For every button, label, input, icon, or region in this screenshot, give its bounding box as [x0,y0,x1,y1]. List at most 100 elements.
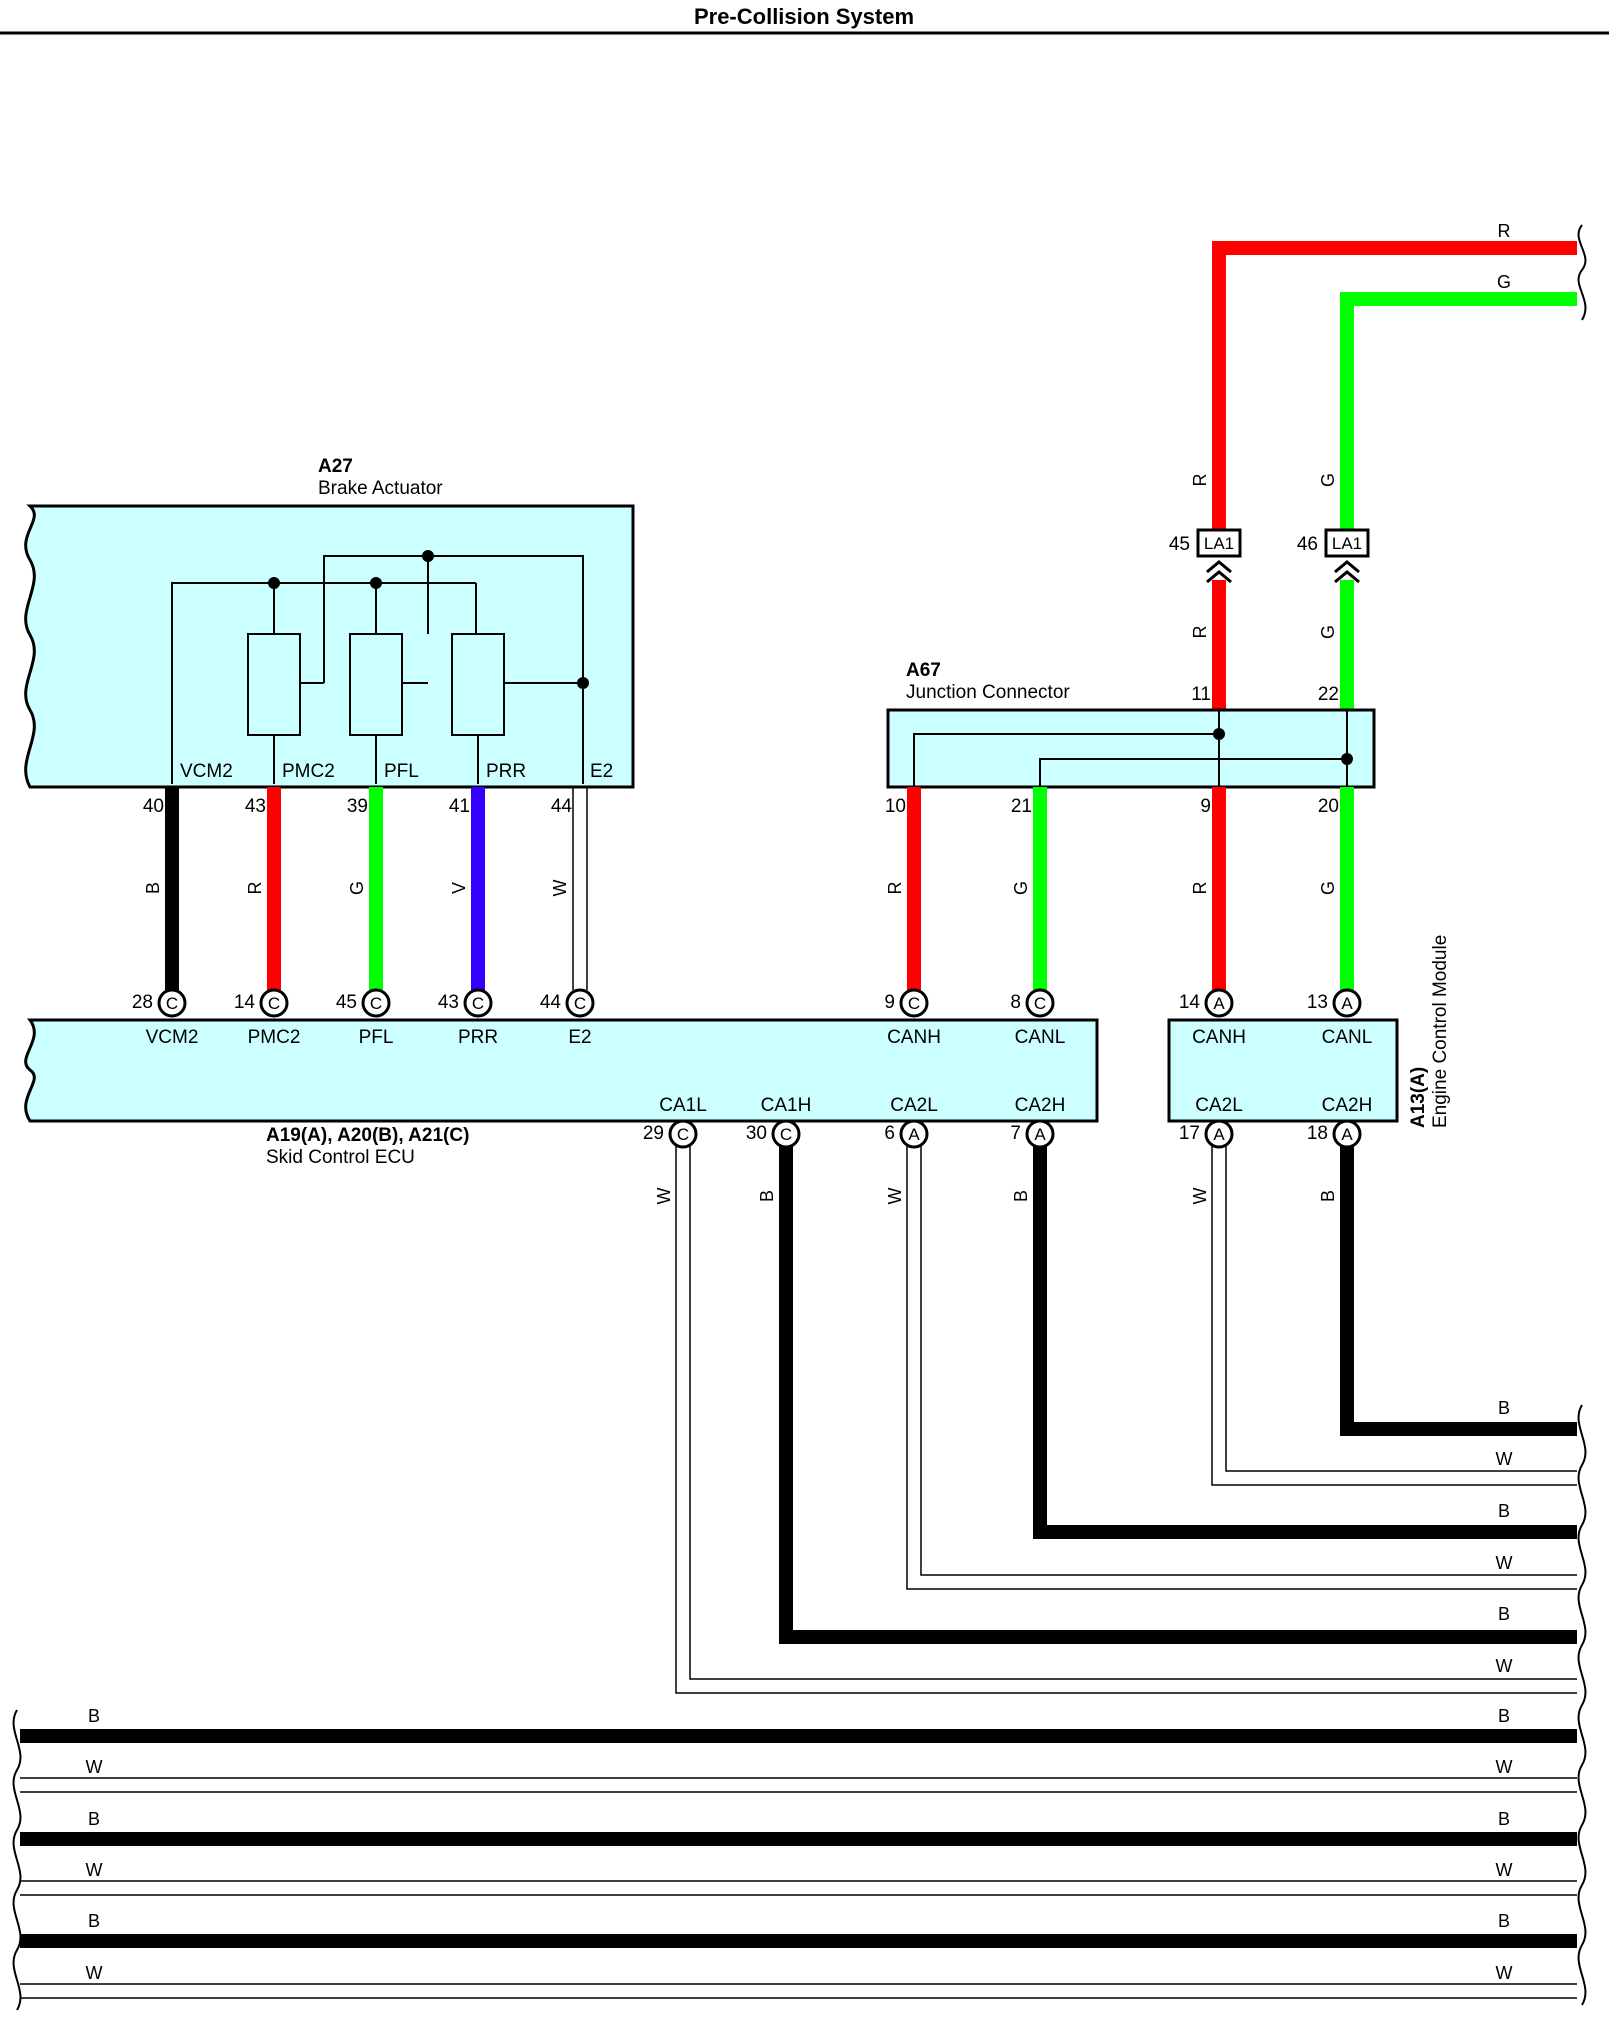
wire-label-ecu-bottom-1: B [757,1190,777,1202]
a27-pin-39: 39 [347,796,368,817]
ecu-bottom-connector-6: A [899,1119,929,1149]
a67-internal-bus [913,710,1348,787]
wire-label-top-r: R [1498,221,1511,241]
ecm-top-pin-14: 14 [1179,992,1201,1013]
wire-label-la1-upper-g: G [1318,473,1338,487]
a27-terminal-vcm2: VCM2 [180,761,233,782]
wire-label-v: V [449,882,469,894]
a67-pin-22: 22 [1318,684,1339,705]
ecm-bottom-terminal-ca2h: CA2H [1322,1095,1373,1116]
wire-label-a67-ecm-r: R [1190,882,1210,895]
ecu-bottom-pin-7: 7 [1010,1123,1021,1144]
ecu-top-connector-14: C [259,988,289,1018]
page-title: Pre-Collision System [694,4,914,29]
a67-pin-11: 11 [1191,684,1211,705]
svg-text:C: C [472,994,484,1013]
ecu-name: Skid Control ECU [266,1147,415,1168]
wire-label-bottom-left-4: B [88,1911,100,1931]
wire-ca2h-black [1033,1140,1577,1539]
wire-label-right-3: W [1496,1553,1513,1573]
a67-pin-9: 9 [1200,796,1211,817]
ecu-top-connector-28: C [157,988,187,1018]
ecu-top-terminal-pmc2: PMC2 [248,1027,301,1048]
wire-label-bottom-left-0: B [88,1706,100,1726]
ecu-top-terminal-prr: PRR [458,1027,498,1048]
ecu-bottom-terminal-ca1h: CA1H [761,1095,812,1116]
wire-label-bottom-right-5: W [1496,1963,1513,1983]
wire-label-right-1: W [1496,1449,1513,1469]
wire-label-bottom-left-2: B [88,1809,100,1829]
a27-pin-43: 43 [245,796,266,817]
a27-pin-41: 41 [449,796,470,817]
bottom-wire-w-1 [20,1777,1577,1793]
ecu-bottom-connector-7: A [1025,1119,1055,1149]
wire-label-b: B [143,882,163,894]
ecm-top-terminal-canh: CANH [1192,1027,1246,1048]
wire-label-right-0: B [1498,1398,1510,1418]
la1-pin-46: 46 [1297,534,1318,555]
ecu-top-pin-43: 43 [438,992,459,1013]
wire-ecm-ca2l-white [1211,1145,1577,1486]
ecm-top-connector-14: A [1204,988,1234,1018]
right-break-upper [1577,224,1587,321]
svg-text:C: C [908,994,920,1013]
a27-terminal-pfl: PFL [384,761,419,782]
ecu-top-terminal-e2: E2 [568,1027,591,1048]
ecu-bottom-terminal-ca1l: CA1L [659,1095,707,1116]
la1-connector-45 [1196,528,1242,558]
la1-label-45: LA1 [1204,534,1234,553]
svg-text:A: A [1213,1125,1225,1144]
wire-top-green [1340,292,1577,545]
svg-text:A: A [1034,1125,1046,1144]
wire-label-right-5: W [1496,1656,1513,1676]
svg-text:C: C [780,1125,792,1144]
svg-text:C: C [677,1125,689,1144]
svg-text:C: C [1034,994,1046,1013]
wire-label-ecu-bottom-2: W [885,1188,905,1205]
ecu-top-pin-44: 44 [540,992,562,1013]
bottom-wire-w-2 [20,1880,1577,1896]
a27-box [24,504,635,789]
a27-internal-circuit [171,555,584,784]
ecm-bottom-terminal-ca2l: CA2L [1195,1095,1243,1116]
wire-ecm-ca2h-black [1340,1140,1577,1436]
svg-text:A: A [1341,1125,1353,1144]
wire-label-g: G [347,881,367,895]
wire-label-ecu-bottom-3: B [1011,1190,1031,1202]
la1-connector-46 [1324,528,1370,558]
ecm-top-terminal-canl: CANL [1322,1027,1373,1048]
wire-ca2l-white [906,1145,1577,1590]
ecm-top-connector-13: A [1332,988,1362,1018]
wire-ca1l-white [675,1145,1577,1694]
a27-terminal-pmc2: PMC2 [282,761,335,782]
ecu-box [24,1018,1099,1123]
ecu-top-connector-9: C [899,988,929,1018]
svg-text:A: A [1341,994,1353,1013]
ecm-bottom-connector-17: A [1204,1119,1234,1149]
ecu-top-pin-28: 28 [132,992,153,1013]
ecu-top-terminal-vcm2: VCM2 [146,1027,199,1048]
wire-label-bottom-right-2: B [1498,1809,1510,1829]
ecm-name: Engine Control Module [1430,935,1451,1128]
ecm-box [1167,1018,1399,1123]
wire-label-bottom-right-0: B [1498,1706,1510,1726]
left-break-lower [12,1709,22,2011]
ecu-top-terminal-canh: CANH [887,1027,941,1048]
ecu-top-connector-45: C [361,988,391,1018]
svg-text:A: A [908,1125,920,1144]
wire-label-ecm-bottom-1: B [1318,1190,1338,1202]
a67-pin-10: 10 [885,796,906,817]
svg-text:A: A [1213,994,1225,1013]
ecm-bottom-pin-18: 18 [1307,1123,1328,1144]
wire-label-bottom-left-5: W [86,1963,103,1983]
ecu-bottom-connector-30: C [771,1119,801,1149]
a67-box [886,708,1376,789]
a27-name: Brake Actuator [318,478,443,499]
ecm-bottom-pin-17: 17 [1179,1123,1200,1144]
ecu-top-connector-43: C [463,988,493,1018]
wire-label-top-g: G [1497,272,1511,292]
la1-label-46: LA1 [1332,534,1362,553]
wire-label-a67-ecu-g: G [1011,881,1031,895]
wire-label-bottom-right-1: W [1496,1757,1513,1777]
bottom-wire-w-3 [20,1983,1577,1999]
